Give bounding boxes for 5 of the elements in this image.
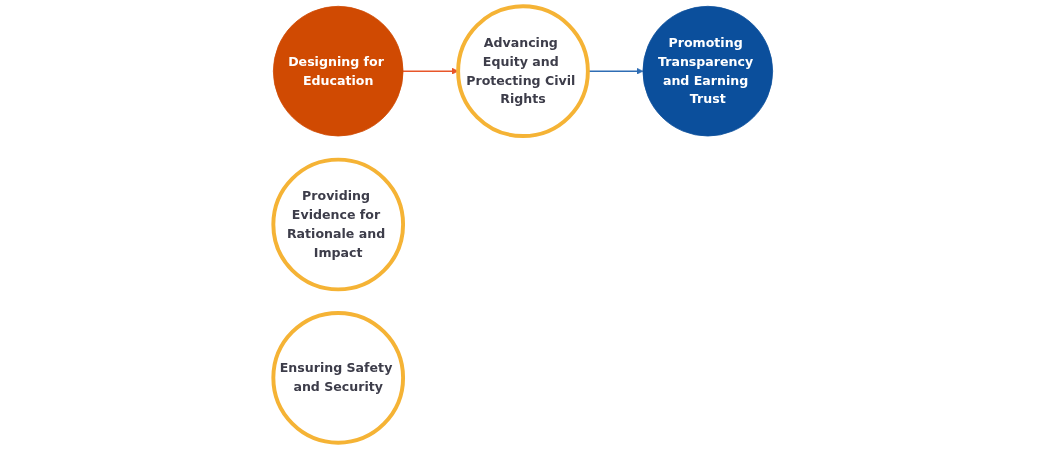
node-circle: Designing for Education (272, 5, 404, 137)
node-circle: Providing Evidence for Rationale and Impact (271, 157, 406, 292)
node-circle: Advancing Equity and Protecting Civil Rights (456, 4, 590, 138)
node-circle: Promoting Transparency and Earning Trust (642, 5, 774, 137)
node-circle: Ensuring Safety and Security (271, 311, 406, 445)
